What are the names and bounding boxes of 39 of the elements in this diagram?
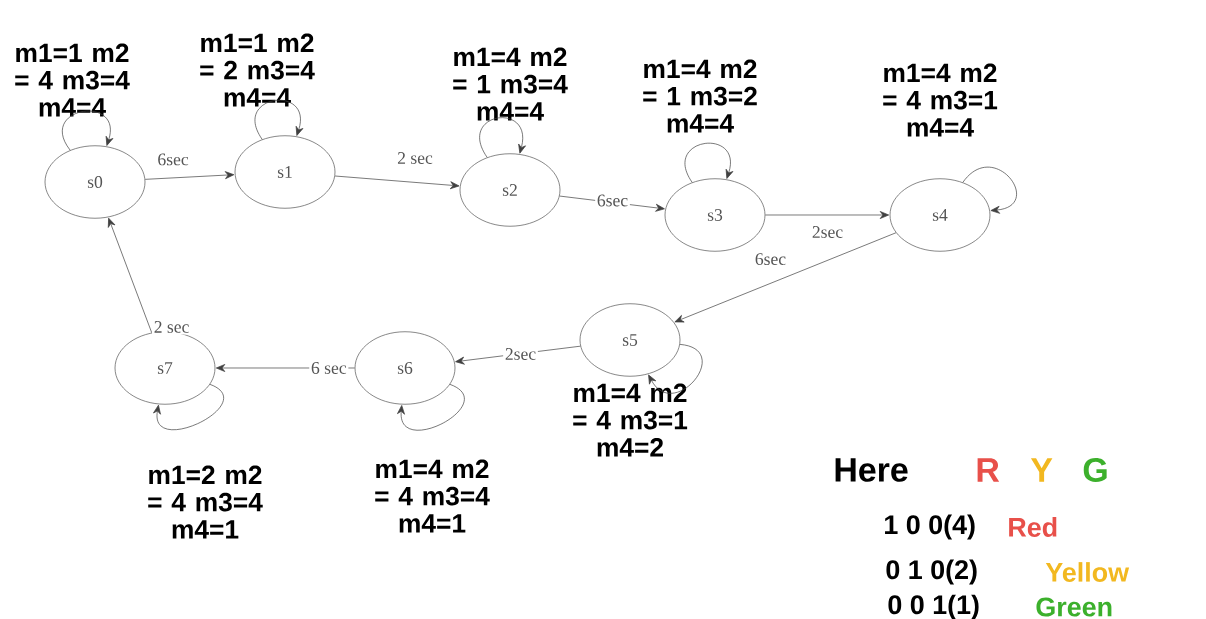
legend-text: G bbox=[1083, 457, 1107, 482]
arrow bbox=[674, 232, 897, 323]
legend-text: 1 0 0(4) bbox=[885, 514, 975, 540]
edge-label: 2sec bbox=[503, 346, 538, 362]
self-loop-arrow bbox=[397, 384, 465, 431]
state-values: m1=2 m2 = 4 m3=4 m4=1 bbox=[148, 465, 263, 539]
arrow bbox=[765, 211, 890, 219]
self-loop-arrow bbox=[684, 142, 734, 183]
self-loop-arrow bbox=[962, 166, 1017, 214]
edge-label: 2 sec bbox=[152, 319, 192, 335]
state-values: m1=4 m2 = 4 m3=4 m4=1 bbox=[375, 459, 490, 533]
state-values: m1=4 m2 = 1 m3=4 m4=4 bbox=[453, 47, 568, 121]
self-loop-arrow bbox=[479, 117, 526, 158]
state-values: m1=1 m2 = 4 m3=4 m4=4 bbox=[15, 43, 130, 117]
legend-text: Green bbox=[1036, 597, 1112, 617]
state-values: m1=1 m2 = 2 m3=4 m4=4 bbox=[200, 33, 315, 107]
legend-text: R bbox=[977, 458, 1000, 482]
edge-label: 6 sec bbox=[309, 360, 349, 376]
state-values: m1=4 m2 = 4 m3=1 m4=2 bbox=[573, 383, 688, 457]
legend-text: Here bbox=[835, 458, 908, 482]
edge-label: 6sec bbox=[595, 192, 630, 209]
self-loop-arrow bbox=[648, 344, 703, 394]
edge-label: 2sec bbox=[810, 224, 845, 240]
arrow bbox=[334, 175, 460, 190]
state-values: m1=4 m2 = 1 m3=2 m4=4 bbox=[643, 59, 757, 133]
legend-text: 0 1 0(2) bbox=[886, 559, 977, 585]
legend-text: Y bbox=[1030, 458, 1053, 482]
edge-label: 2 sec bbox=[395, 150, 435, 166]
edge-label: 6sec bbox=[753, 251, 788, 267]
self-loop-arrow bbox=[254, 99, 304, 140]
arrow bbox=[144, 171, 235, 180]
arrow bbox=[107, 217, 153, 334]
state-values: m1=4 m2 = 4 m3=1 m4=4 bbox=[883, 63, 998, 137]
self-loop-arrow bbox=[153, 384, 224, 430]
edge-label: 6sec bbox=[155, 151, 191, 168]
self-loop-arrow bbox=[61, 110, 114, 151]
legend-text: 0 0 1(1) bbox=[888, 594, 979, 619]
legend-text: Red bbox=[1009, 517, 1057, 537]
legend-text: Yellow bbox=[1045, 562, 1130, 582]
